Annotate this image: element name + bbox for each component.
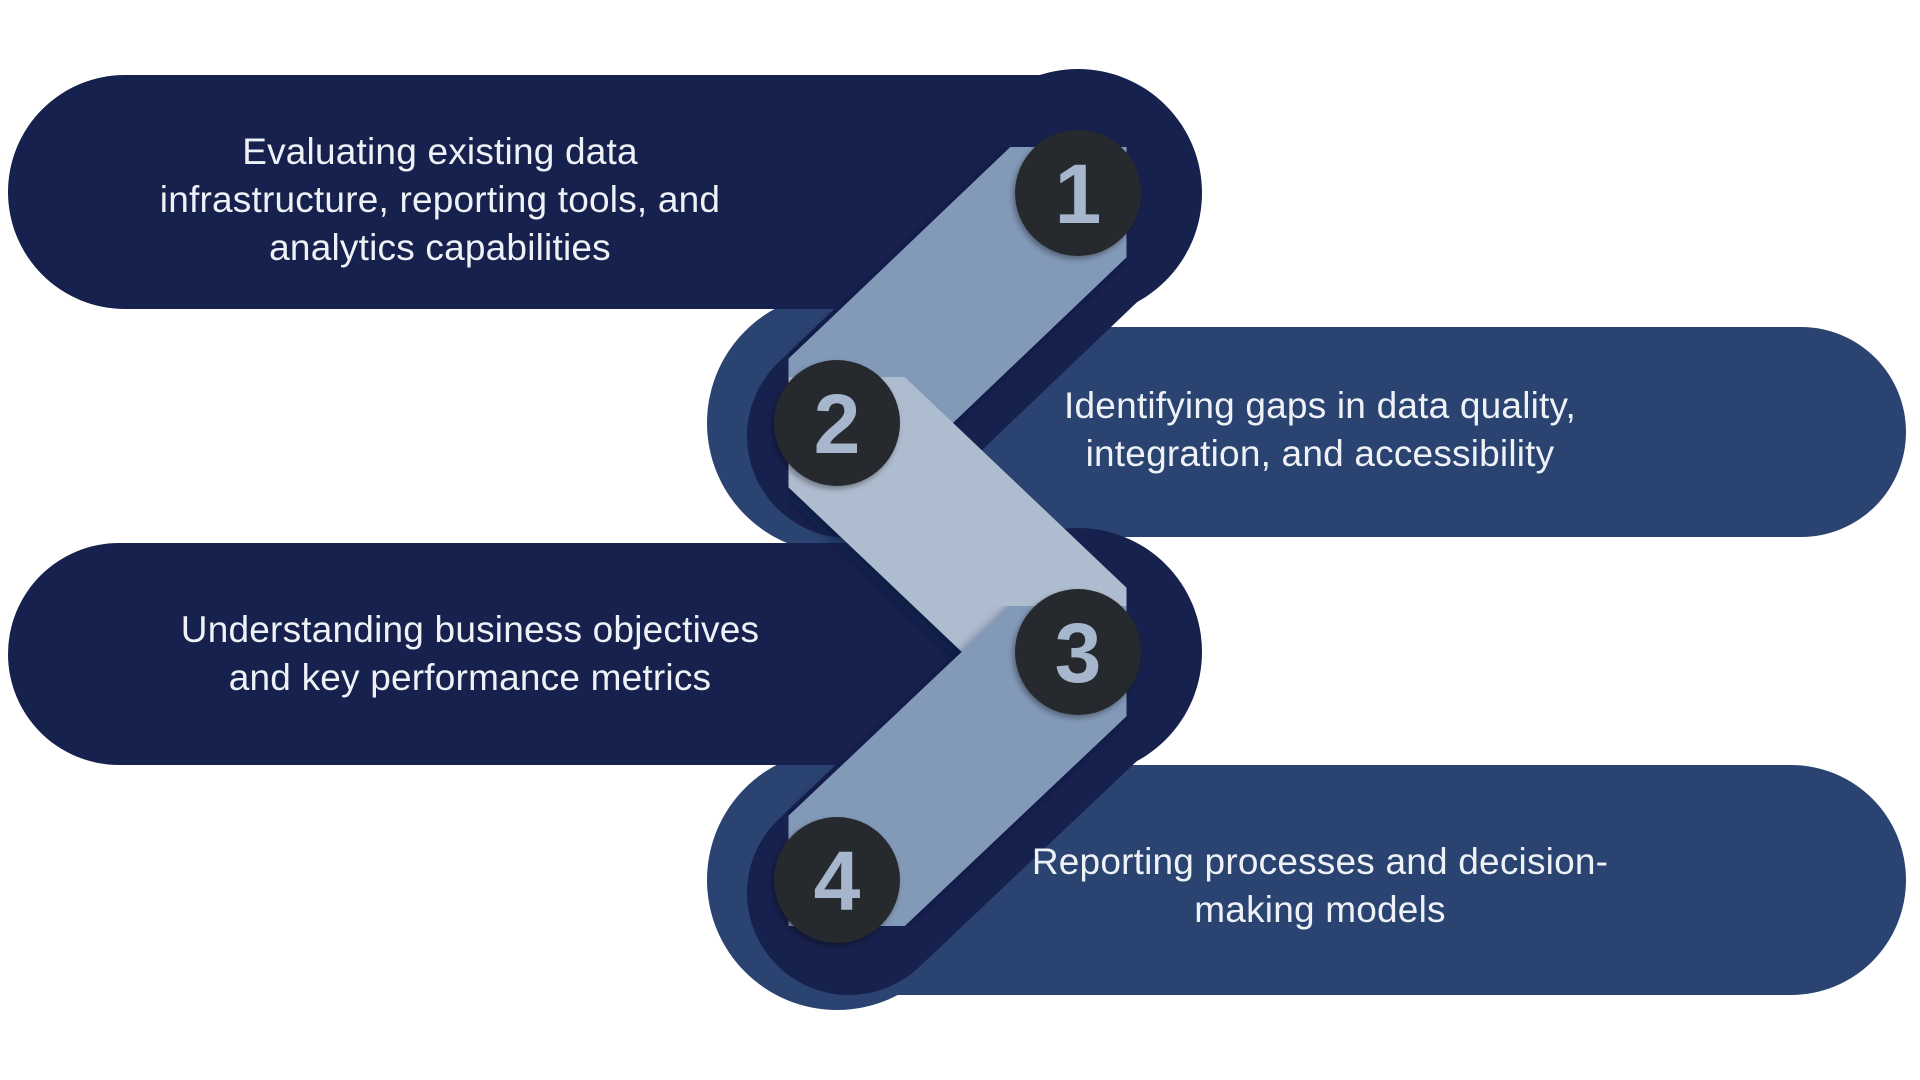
step-circle-2 [774,360,900,486]
step-4-label: Reporting processes and decision- making… [920,838,1720,934]
step-1-label-line-2: infrastructure, reporting tools, and [159,179,721,220]
step-2-label: Identifying gaps in data quality, integr… [920,382,1720,478]
step-3-label-line-1: Understanding business objectives [180,609,760,650]
step-number-1: 1 [1055,147,1102,241]
pill-step-3 [8,543,1190,765]
step-3-label-line-2: and key performance metrics [228,657,712,698]
step-2-label-line-2: integration, and accessibility [1085,433,1555,474]
step-number-2: 2 [814,377,861,471]
step-4-label-line-1: Reporting processes and decision- [1031,841,1609,882]
step-circle-3 [1015,589,1141,715]
step-3-label: Understanding business objectives and ke… [70,606,870,702]
step-number-4: 4 [814,834,861,928]
step-number-3: 3 [1055,606,1102,700]
step-1-label: Evaluating existing data infrastructure,… [55,128,825,272]
step-circle-4 [774,817,900,943]
step-1-label-line-3: analytics capabilities [269,227,611,268]
step-2-label-line-1: Identifying gaps in data quality, [1064,385,1576,426]
step-circle-1 [1015,130,1141,256]
step-4-label-line-2: making models [1194,889,1446,930]
step-1-label-line-1: Evaluating existing data [242,131,638,172]
